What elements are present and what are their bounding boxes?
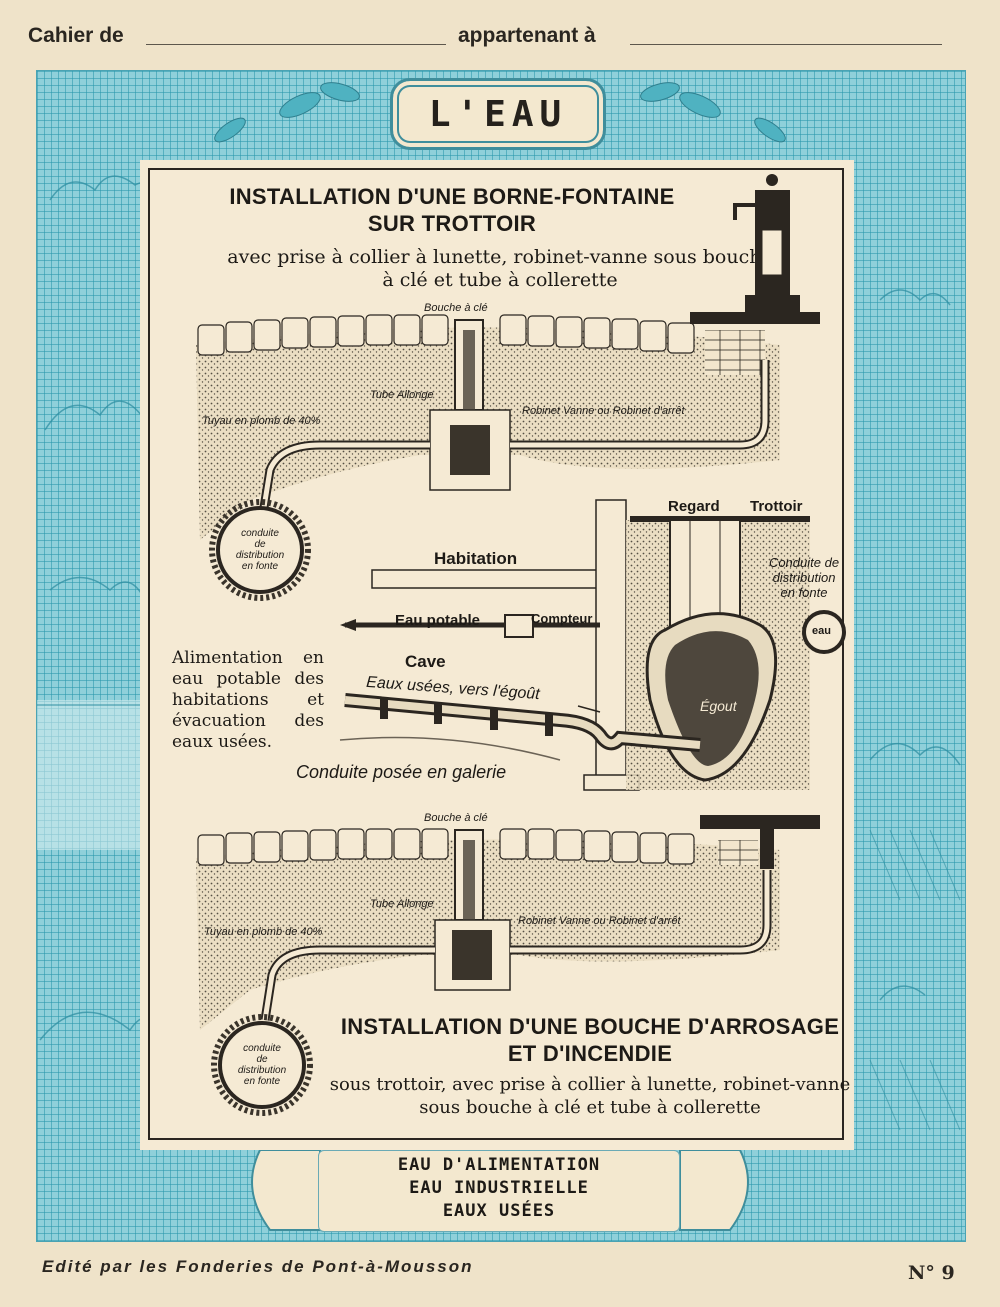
d1-conduite-label: conduite de distribution en fonte	[232, 528, 288, 572]
d1-tuyau-label: Tuyau en plomb de 40%	[202, 415, 321, 427]
section1-title-line2: SUR TROTTOIR	[367, 211, 537, 236]
trottoir-label: Trottoir	[750, 498, 803, 515]
habitation-label: Habitation	[434, 549, 518, 568]
cave-label: Cave	[405, 652, 446, 671]
illustration-border	[148, 168, 844, 1140]
section2-title-line2: ET D'INCENDIE	[507, 1041, 673, 1066]
d1-conduite-l1: conduite	[241, 528, 279, 539]
middle-conduite-label: Conduite de distribution en fonte	[762, 555, 846, 600]
header-line: Cahier de appartenant à	[28, 22, 968, 56]
d1-conduite-l2: de	[254, 539, 266, 550]
bottom-banner: EAU D'ALIMENTATION EAU INDUSTRIELLE EAUX…	[318, 1150, 680, 1232]
cover-title: L'EAU	[428, 93, 568, 135]
side-description: Alimentation en eau potable des habitati…	[172, 648, 324, 752]
d2-conduite-l2: de	[256, 1054, 268, 1065]
egout-label: Égout	[700, 698, 737, 714]
publisher-line: Edité par les Fonderies de Pont-à-Mousso…	[42, 1257, 474, 1276]
regard-label: Regard	[668, 498, 720, 515]
d1-tube-label: Tube Allonge	[370, 389, 434, 401]
cahier-blank-line	[146, 44, 446, 45]
d2-conduite-l3: distribution	[237, 1065, 287, 1076]
diagram-bouche-arrosage	[196, 815, 820, 1116]
d2-bouche-label: Bouche à clé	[424, 812, 488, 824]
diagram-habitation	[339, 499, 846, 791]
owner-label: appartenant à	[458, 24, 596, 47]
d2-conduite-label: conduite de distribution en fonte	[234, 1043, 290, 1087]
section2-subtitle-line1: sous trottoir, avec prise à collier à lu…	[329, 1074, 851, 1095]
eau-logo: eau	[812, 625, 831, 637]
d1-robinet-label: Robinet Vanne ou Robinet d'arrêt	[522, 405, 685, 417]
section1-subtitle-line1: avec prise à collier à lunette, robinet-…	[227, 246, 773, 268]
diagram-borne-fontaine	[196, 174, 820, 601]
d2-conduite-l1: conduite	[243, 1043, 281, 1054]
eau-potable-label: Eau potable	[395, 612, 481, 629]
d2-tube-label: Tube Allonge	[370, 898, 434, 910]
d2-tuyau-label: Tuyau en plomb de 40%	[204, 926, 323, 938]
compteur-label: Compteur	[531, 611, 593, 626]
middle-conduite-l2: distribution	[772, 570, 836, 585]
issue-number: N° 9	[908, 1262, 955, 1284]
section1-title-line1: INSTALLATION D'UNE BORNE-FONTAINE	[229, 184, 675, 209]
banner-line3: EAUX USÉES	[442, 1201, 556, 1221]
owner-blank-line	[630, 44, 942, 45]
cahier-label: Cahier de	[28, 24, 124, 47]
d2-robinet-label: Robinet Vanne ou Robinet d'arrêt	[518, 915, 681, 927]
section2-subtitle-line2: sous bouche à clé et tube à collerette	[419, 1097, 761, 1118]
d1-bouche-label: Bouche à clé	[424, 302, 488, 314]
cover-title-box: L'EAU	[390, 78, 606, 150]
section2-title-line1: INSTALLATION D'UNE BOUCHE D'ARROSAGE	[340, 1014, 840, 1039]
middle-conduite-l3: en fonte	[780, 585, 828, 600]
d1-conduite-l3: distribution	[235, 550, 285, 561]
banner-line2: EAU INDUSTRIELLE	[409, 1178, 589, 1198]
d2-conduite-l4: en fonte	[243, 1076, 281, 1087]
middle-conduite-l1: Conduite de	[768, 555, 840, 570]
banner-line1: EAU D'ALIMENTATION	[397, 1155, 601, 1175]
section1-subtitle-line2: à clé et tube à collerette	[382, 269, 618, 291]
d1-conduite-l4: en fonte	[241, 561, 279, 572]
conduite-galerie-label: Conduite posée en galerie	[296, 762, 507, 782]
